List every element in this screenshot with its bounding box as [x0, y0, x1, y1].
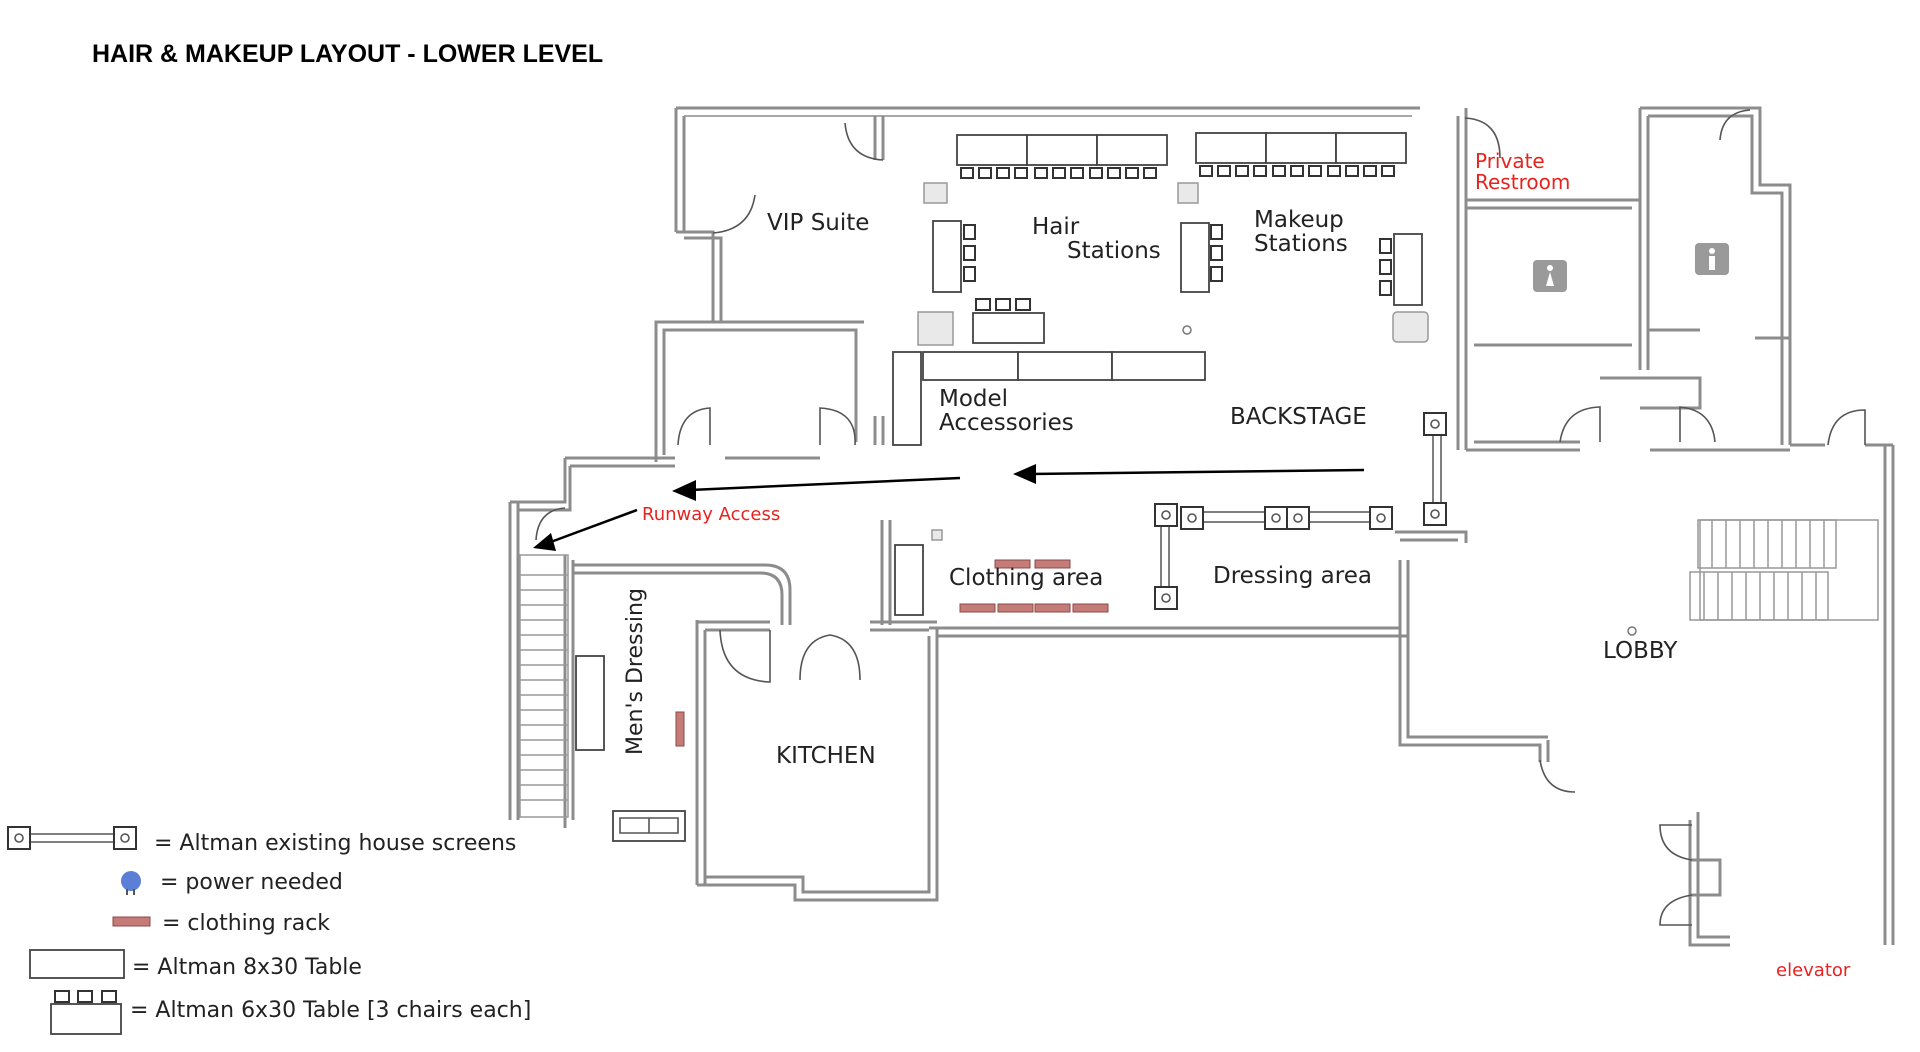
- makeup-stations-label-1: Makeup: [1254, 207, 1344, 233]
- legend-table-8x30-symbol: [29, 949, 125, 979]
- elevator-label: elevator: [1776, 960, 1851, 981]
- clothing-table: [894, 544, 924, 616]
- legend: = Altman existing house screens = power …: [7, 826, 531, 1035]
- legend-power-symbol: [121, 871, 141, 895]
- legend-rack-text: = clothing rack: [162, 911, 330, 936]
- accessories-tables: [892, 351, 1206, 446]
- legend-table-6x30-text: = Altman 6x30 Table [3 chairs each]: [130, 998, 531, 1023]
- mens-table: [575, 655, 605, 751]
- makeup-top-tables: [1195, 132, 1407, 177]
- private-restroom-label-1: Private: [1475, 149, 1545, 173]
- lobby-staircase: [1689, 519, 1837, 621]
- runway-access-label: Runway Access: [642, 504, 780, 525]
- legend-table-6x30-symbol: [50, 990, 122, 1035]
- restroom-icon: [1533, 260, 1567, 292]
- makeup-side-table: [1180, 222, 1223, 293]
- gray-box: [931, 529, 943, 541]
- hair-stations-label-2: Stations: [1067, 238, 1161, 264]
- makeup-right-table: [1379, 233, 1423, 306]
- dressing-area-label: Dressing area: [1213, 563, 1372, 589]
- legend-screens-text: = Altman existing house screens: [154, 831, 516, 856]
- private-restroom-label-2: Restroom: [1475, 170, 1570, 194]
- couch: [612, 810, 686, 842]
- makeup-stations-label-2: Stations: [1254, 231, 1348, 257]
- clothing-racks: [675, 559, 1109, 747]
- house-screens: [1154, 412, 1447, 610]
- left-staircase: [519, 554, 569, 818]
- gray-box: [1392, 311, 1429, 343]
- restroom-icon: [1695, 243, 1729, 275]
- legend-screen-symbol: [7, 826, 137, 850]
- center-table: [972, 298, 1045, 344]
- backstage-label: BACKSTAGE: [1230, 404, 1367, 430]
- gray-box: [923, 182, 948, 204]
- kitchen-label: KITCHEN: [776, 743, 876, 769]
- hair-top-tables: [956, 134, 1168, 179]
- vip-suite-label: VIP Suite: [767, 210, 869, 236]
- legend-power-text: = power needed: [160, 870, 343, 895]
- gray-box: [917, 311, 954, 346]
- hair-stations-label-1: Hair: [1032, 214, 1080, 240]
- diagram-title: HAIR & MAKEUP LAYOUT - LOWER LEVEL: [92, 40, 603, 68]
- mens-dressing-label: Men's Dressing: [623, 588, 648, 755]
- hair-side-table: [932, 220, 976, 293]
- gray-box: [1177, 182, 1199, 204]
- runway-arrows: [533, 464, 1365, 551]
- model-accessories-label-2: Accessories: [939, 410, 1074, 436]
- legend-rack-symbol: [112, 916, 151, 927]
- lobby-label: LOBBY: [1603, 638, 1678, 664]
- clothing-area-label: Clothing area: [949, 565, 1103, 591]
- legend-table-8x30-text: = Altman 8x30 Table: [132, 955, 362, 980]
- doors: [535, 109, 1866, 926]
- model-accessories-label-1: Model: [939, 386, 1008, 412]
- walls: [508, 106, 1895, 947]
